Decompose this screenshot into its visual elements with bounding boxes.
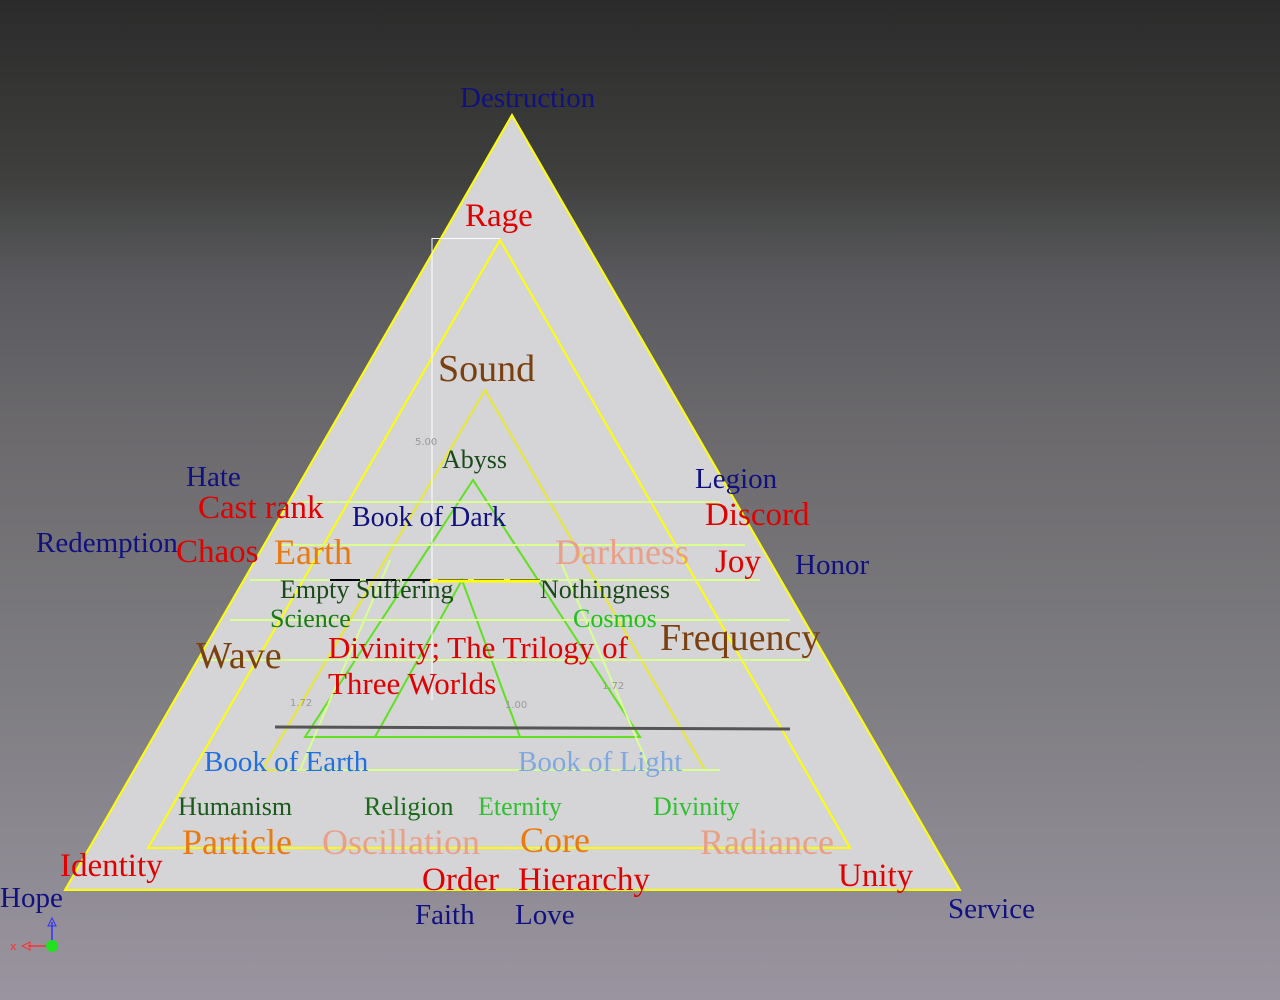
label-redemption: Redemption — [36, 527, 178, 559]
vertex-destruction: Destruction — [460, 82, 596, 114]
tick-label: 1.00 — [505, 700, 527, 711]
label-radiance: Radiance — [700, 822, 834, 862]
label-identity: Identity — [60, 848, 163, 884]
label-oscillation: Oscillation — [322, 822, 480, 862]
label-darkness: Darkness — [555, 532, 689, 572]
core-green-triangle — [373, 577, 522, 738]
label-unity: Unity — [838, 858, 914, 894]
label-rage: Rage — [465, 198, 533, 234]
vertex-hope: Hope — [0, 882, 63, 914]
label-empty-suffering: Empty Suffering — [280, 575, 454, 604]
label-core: Core — [520, 820, 590, 860]
label-hierarchy: Hierarchy — [518, 862, 650, 898]
tick-label: 5.00 — [415, 437, 437, 448]
label-book-of-light: Book of Light — [518, 746, 682, 778]
label-cast-rank: Cast rank — [198, 490, 324, 526]
tick-label: 1.72 — [602, 681, 624, 692]
axis-x-label: x — [10, 940, 17, 953]
label-legion: Legion — [695, 463, 778, 495]
tick-label: 1.72 — [290, 698, 312, 709]
label-abyss: Abyss — [442, 445, 507, 474]
label-discord: Discord — [705, 497, 810, 533]
label-book-of-dark: Book of Dark — [352, 502, 506, 533]
label-sound: Sound — [438, 348, 535, 390]
label-divinity: Divinity — [653, 792, 740, 821]
axis-gizmo: x — [10, 916, 58, 953]
baseline-dark — [274, 725, 791, 731]
label-book-of-earth: Book of Earth — [204, 746, 369, 778]
label-cosmos: Cosmos — [573, 604, 657, 633]
origin-icon — [46, 940, 58, 952]
label-order: Order — [422, 862, 499, 898]
center-title-line2: Three Worlds — [328, 666, 496, 701]
label-religion: Religion — [364, 792, 454, 821]
label-earth: Earth — [274, 532, 352, 572]
measure-box — [432, 238, 500, 239]
label-love: Love — [515, 899, 575, 931]
label-eternity: Eternity — [478, 792, 562, 821]
vertex-service: Service — [948, 893, 1035, 925]
label-science: Science — [270, 604, 351, 633]
label-joy: Joy — [715, 544, 761, 580]
label-chaos: Chaos — [176, 534, 259, 570]
label-wave: Wave — [196, 635, 282, 677]
label-humanism: Humanism — [178, 792, 292, 821]
label-particle: Particle — [182, 822, 292, 862]
label-hate: Hate — [186, 461, 241, 493]
label-frequency: Frequency — [660, 617, 820, 659]
center-title-line1: Divinity; The Trilogy of — [328, 630, 629, 665]
label-honor: Honor — [795, 549, 869, 581]
label-faith: Faith — [415, 899, 475, 931]
label-nothingness: Nothingness — [540, 575, 670, 604]
